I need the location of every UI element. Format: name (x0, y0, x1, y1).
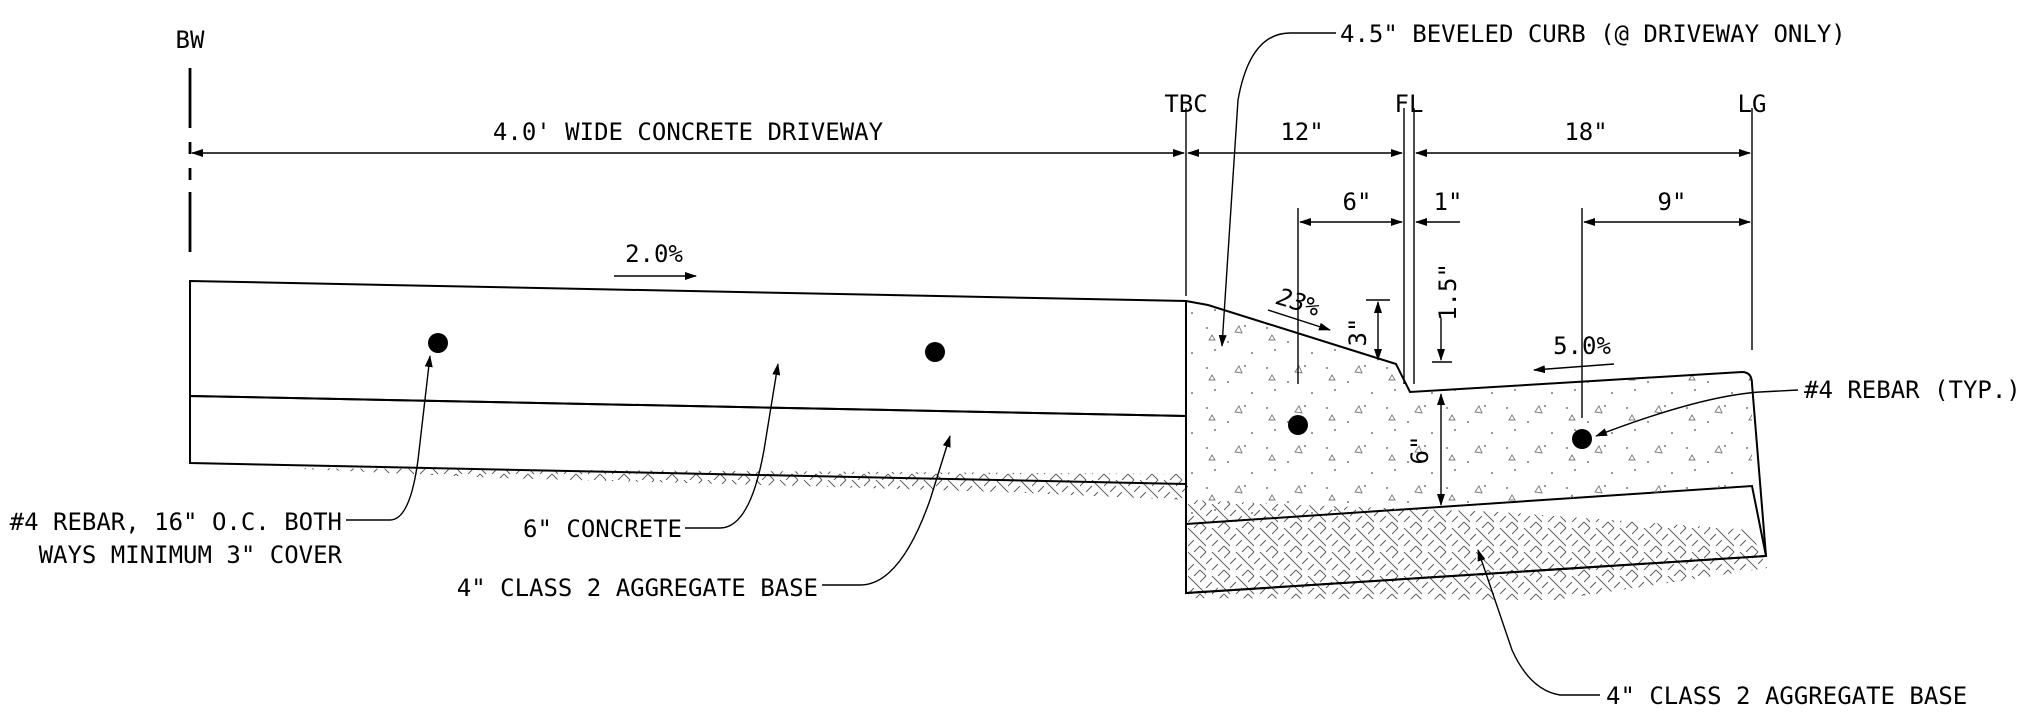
callout-rebar-spacing-2: WAYS MINIMUM 3" COVER (39, 541, 343, 569)
dim-1: 1" (1434, 188, 1463, 216)
dim-12: 12" (1280, 118, 1323, 146)
rebar-dot (925, 342, 945, 362)
slope-arrows (614, 272, 1615, 374)
concrete-curb-gutter (1185, 300, 1767, 594)
dim-18: 18" (1564, 118, 1607, 146)
ref-tbc: TBC (1164, 90, 1207, 118)
callout-curb: 4.5" BEVELED CURB (@ DRIVEWAY ONLY) (1340, 20, 1846, 48)
leader-lines (346, 32, 1799, 696)
ref-bw: BW (176, 26, 205, 54)
slope-bevel: 23% (1274, 283, 1324, 323)
rebar-dot (1288, 415, 1308, 435)
rebar-markers (428, 333, 1592, 449)
dim-6-depth: 6" (1406, 436, 1434, 465)
dim-6: 6" (1343, 188, 1372, 216)
rebar-dot (428, 333, 448, 353)
native-soil (280, 468, 1767, 600)
callout-rebar-spacing-1: #4 REBAR, 16" O.C. BOTH (10, 508, 342, 536)
extension-lines (1185, 108, 1753, 418)
dimension-vertical (1366, 299, 1452, 506)
callout-rebar-typ: #4 REBAR (TYP.) (1804, 376, 2019, 404)
rebar-dot (1572, 429, 1592, 449)
slope-gutter: 5.0% (1553, 332, 1611, 360)
dim-driveway-width: 4.0' WIDE CONCRETE DRIVEWAY (493, 118, 884, 146)
callout-base-left: 4" CLASS 2 AGGREGATE BASE (457, 574, 818, 602)
slope-driveway: 2.0% (625, 240, 683, 268)
concrete-driveway-slab (189, 279, 1187, 418)
ref-lg: LG (1738, 90, 1767, 118)
callout-concrete: 6" CONCRETE (523, 515, 682, 543)
ref-fl: FL (1395, 90, 1424, 118)
dim-9: 9" (1658, 188, 1687, 216)
callout-base-right: 4" CLASS 2 AGGREGATE BASE (1606, 682, 1967, 710)
dim-3: 3" (1344, 318, 1372, 347)
dim-1-5: 1.5" (1434, 263, 1462, 321)
